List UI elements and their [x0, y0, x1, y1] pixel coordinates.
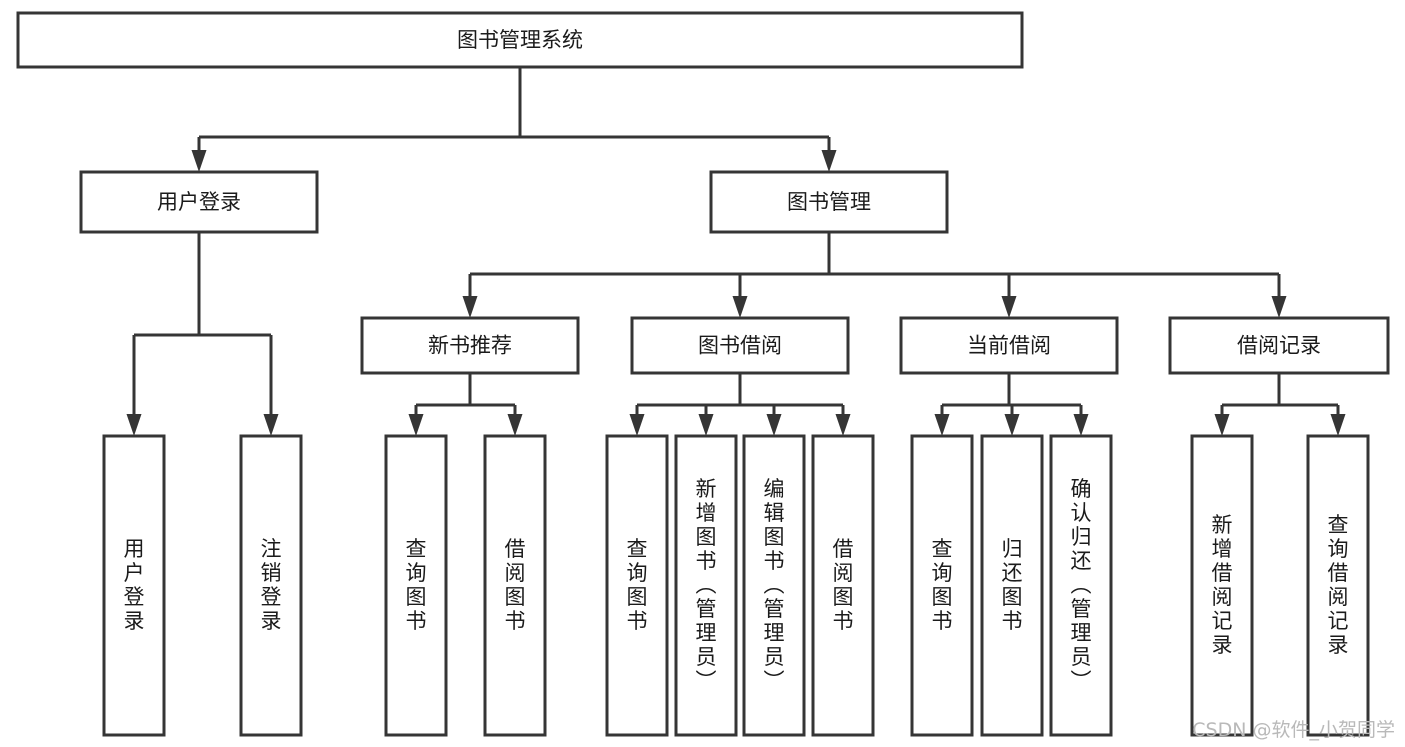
- node-box-record[interactable]: [1168, 316, 1390, 375]
- arrow-head-icon: [934, 414, 950, 436]
- node-borrow[interactable]: 图书借阅: [630, 316, 850, 375]
- node-label-leaf13: 查询借阅记录: [1328, 513, 1349, 657]
- node-box-leaf11[interactable]: [1049, 434, 1113, 737]
- node-label-current: 当前借阅: [967, 334, 1051, 358]
- node-leaf4[interactable]: 借阅图书: [483, 434, 547, 737]
- node-box-leaf8[interactable]: [811, 434, 875, 737]
- node-label-leaf8: 借阅图书: [833, 537, 854, 633]
- node-root[interactable]: 图书管理系统: [16, 11, 1024, 69]
- node-leaf10[interactable]: 归还图书: [980, 434, 1044, 737]
- node-label-leaf11: 确认归还︵管理员︶: [1071, 477, 1092, 693]
- arrow-head-icon: [1004, 414, 1020, 436]
- node-leaf13[interactable]: 查询借阅记录: [1306, 434, 1370, 737]
- node-box-leaf9[interactable]: [910, 434, 974, 737]
- node-label-leaf7: 编辑图书︵管理员︶: [764, 477, 785, 693]
- watermark-text: CSDN @软件_小贺同学: [1192, 719, 1395, 741]
- node-box-leaf4[interactable]: [483, 434, 547, 737]
- node-box-root[interactable]: [16, 11, 1024, 69]
- node-box-borrow[interactable]: [630, 316, 850, 375]
- node-label-bookmgmt: 图书管理: [787, 190, 871, 214]
- node-box-leaf6[interactable]: [674, 434, 738, 737]
- node-leaf8[interactable]: 借阅图书: [811, 434, 875, 737]
- node-login[interactable]: 用户登录: [79, 170, 319, 234]
- node-leaf9[interactable]: 查询图书: [910, 434, 974, 737]
- connector-group-newbook: [408, 373, 523, 436]
- node-label-borrow: 图书借阅: [698, 334, 782, 358]
- node-leaf7[interactable]: 编辑图书︵管理员︶: [742, 434, 806, 737]
- arrow-head-icon: [507, 414, 523, 436]
- arrow-head-icon: [766, 414, 782, 436]
- node-label-leaf6: 新增图书︵管理员︶: [696, 477, 717, 693]
- node-box-leaf5[interactable]: [605, 434, 669, 737]
- node-label-leaf5: 查询图书: [627, 537, 648, 633]
- node-box-leaf1[interactable]: [102, 434, 166, 737]
- node-label-leaf2: 注销登录: [261, 537, 282, 633]
- node-label-leaf12: 新增借阅记录: [1212, 513, 1233, 657]
- node-box-leaf2[interactable]: [239, 434, 303, 737]
- arrow-head-icon: [1330, 414, 1346, 436]
- node-box-leaf13[interactable]: [1306, 434, 1370, 737]
- arrow-head-icon: [732, 296, 748, 318]
- node-label-record: 借阅记录: [1237, 334, 1321, 358]
- node-leaf5[interactable]: 查询图书: [605, 434, 669, 737]
- node-record[interactable]: 借阅记录: [1168, 316, 1390, 375]
- arrow-head-icon: [1214, 414, 1230, 436]
- connector-group-borrow: [629, 373, 851, 436]
- node-newbook[interactable]: 新书推荐: [360, 316, 580, 375]
- node-box-leaf10[interactable]: [980, 434, 1044, 737]
- node-leaf11[interactable]: 确认归还︵管理员︶: [1049, 434, 1113, 737]
- connector-layer: [126, 67, 1346, 436]
- arrow-head-icon: [1073, 414, 1089, 436]
- arrow-head-icon: [698, 414, 714, 436]
- connector-group-current: [934, 373, 1089, 436]
- arrow-head-icon: [408, 414, 424, 436]
- connector-group-bookmgmt: [462, 232, 1287, 318]
- node-box-login[interactable]: [79, 170, 319, 234]
- arrow-head-icon: [821, 150, 837, 172]
- node-leaf1[interactable]: 用户登录: [102, 434, 166, 737]
- connector-group-record: [1214, 373, 1346, 436]
- arrow-head-icon: [1001, 296, 1017, 318]
- node-box-leaf12[interactable]: [1190, 434, 1254, 737]
- node-leaf6[interactable]: 新增图书︵管理员︶: [674, 434, 738, 737]
- arrow-head-icon: [191, 150, 207, 172]
- node-label-leaf1: 用户登录: [124, 537, 145, 633]
- connector-group-login: [126, 232, 279, 436]
- arrow-head-icon: [629, 414, 645, 436]
- node-label-login: 用户登录: [157, 190, 241, 214]
- node-label-leaf4: 借阅图书: [505, 537, 526, 633]
- node-leaf12[interactable]: 新增借阅记录: [1190, 434, 1254, 737]
- node-label-leaf3: 查询图书: [406, 537, 427, 633]
- arrow-head-icon: [126, 414, 142, 436]
- node-label-leaf10: 归还图书: [1002, 537, 1023, 633]
- arrow-head-icon: [1271, 296, 1287, 318]
- node-box-leaf7[interactable]: [742, 434, 806, 737]
- node-box-current[interactable]: [899, 316, 1119, 375]
- arrow-head-icon: [462, 296, 478, 318]
- connector-group-root: [191, 67, 837, 172]
- arrow-head-icon: [263, 414, 279, 436]
- node-bookmgmt[interactable]: 图书管理: [709, 170, 949, 234]
- arrow-head-icon: [835, 414, 851, 436]
- node-layer: 图书管理系统用户登录图书管理新书推荐图书借阅当前借阅借阅记录用户登录注销登录查询…: [16, 11, 1390, 737]
- node-label-newbook: 新书推荐: [428, 334, 512, 358]
- node-label-leaf9: 查询图书: [932, 537, 953, 633]
- node-label-root: 图书管理系统: [457, 28, 583, 52]
- node-box-newbook[interactable]: [360, 316, 580, 375]
- node-current[interactable]: 当前借阅: [899, 316, 1119, 375]
- node-box-bookmgmt[interactable]: [709, 170, 949, 234]
- node-leaf3[interactable]: 查询图书: [384, 434, 448, 737]
- node-box-leaf3[interactable]: [384, 434, 448, 737]
- node-leaf2[interactable]: 注销登录: [239, 434, 303, 737]
